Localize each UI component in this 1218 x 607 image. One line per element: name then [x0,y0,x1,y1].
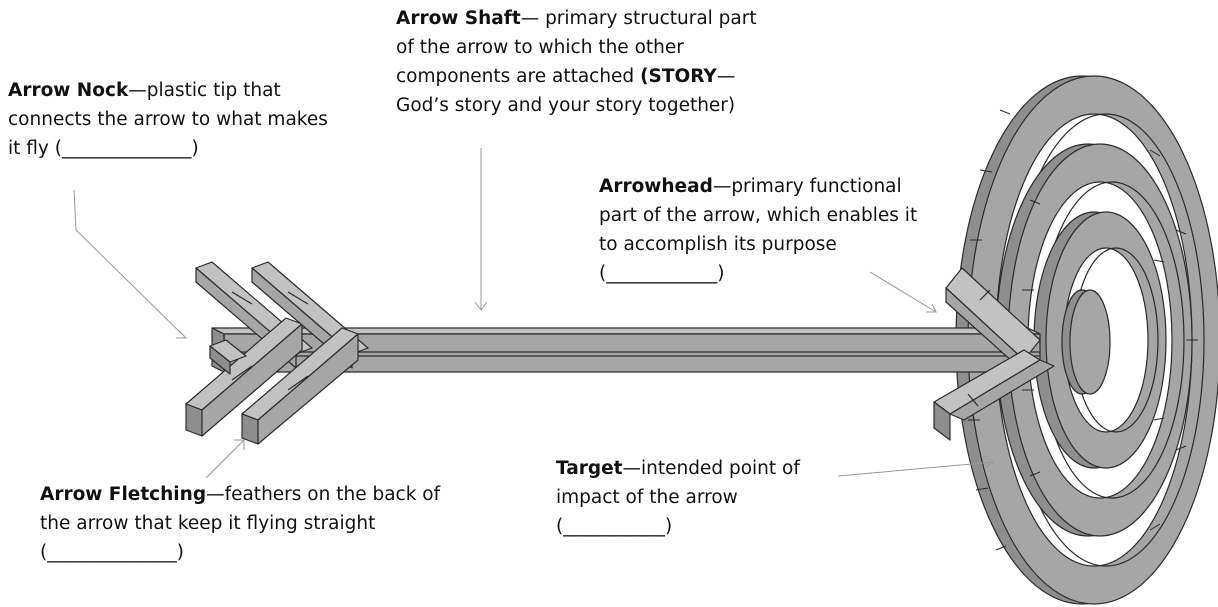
arrow-fletching-description: —feathers on the back of the arrow that … [40,484,441,534]
target-label: Target—intended point of impact of the a… [556,454,826,541]
target-ring-facets [968,109,1198,551]
fletching-front [241,261,369,445]
arrowhead-term: Arrowhead [599,176,713,197]
arrow-nock-blank: (______________) [54,138,199,159]
arrow-fletching [185,261,369,445]
arrow-nock [209,339,247,375]
leader-lines [73,148,995,479]
arrow-shaft-story-text: — God’s story and your story together) [396,66,736,116]
target [955,75,1218,605]
arrow-fletching-label: Arrow Fletching—feathers on the back of … [40,480,460,567]
arrow-shaft-description: — primary structural part of the arrow t… [396,8,757,87]
arrow-fletching-blank: (______________) [40,542,184,563]
arrow-fletching-term: Arrow Fletching [40,484,207,505]
arrow-shaft-label: Arrow Shaft— primary structural part of … [396,4,776,120]
arrow-nock-label: Arrow Nock—plastic tip that connects the… [8,76,328,163]
target-blank: (___________) [556,516,673,537]
leader-target [837,455,995,477]
target-term: Target [556,458,623,479]
arrow-shaft-term: Arrow Shaft [396,8,521,29]
fletching-back [185,261,313,437]
leader-fletching [205,439,245,479]
arrow-shaft [211,327,1041,373]
target-description: —intended point of impact of the arrow [556,458,800,508]
leader-head [869,271,937,313]
arrow [185,261,1055,445]
arrowhead-description: —primary functional part of the arrow, w… [599,176,918,255]
arrow-shaft-story-keyword: (STORY [640,66,717,87]
arrow-nock-description: —plastic tip that connects the arrow to … [8,80,328,159]
arrow-nock-term: Arrow Nock [8,80,129,101]
arrowhead [933,267,1055,441]
arrowhead-blank: (____________) [599,263,725,284]
leader-nock [73,189,188,339]
leader-shaft [474,148,488,311]
target-bullseye [1061,289,1111,395]
arrowhead-label: Arrowhead—primary functional part of the… [599,172,939,288]
